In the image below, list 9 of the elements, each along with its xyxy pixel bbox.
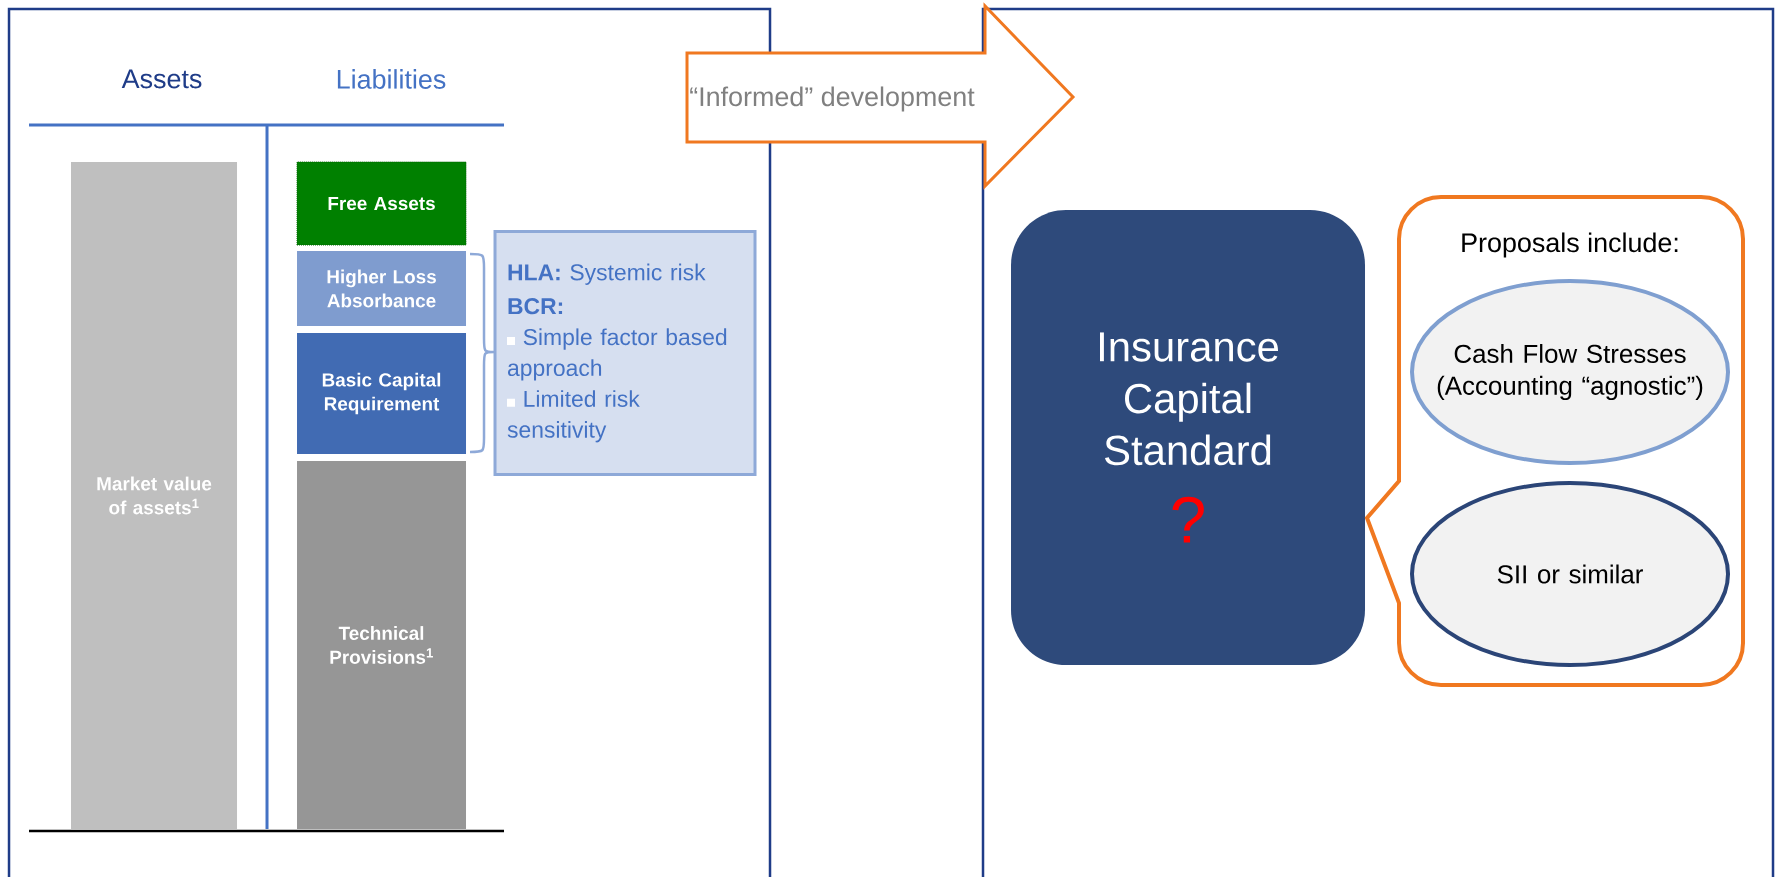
column-header: Liabilities <box>337 69 446 89</box>
asset-bar: Market value of assets$^{1}$ <box>71 162 237 829</box>
column-header: Assets <box>121 69 202 89</box>
liability-block: Higher Loss Absorbance <box>297 251 466 326</box>
standard-box: Insurance Capital Standard ? <box>1011 210 1365 665</box>
liability-block: Technical Provisions$^{1}$ <box>297 461 466 829</box>
note-box: HLA: Systemic risk BCR: Simple factor based approach Limited risk sensitivity <box>493 230 757 476</box>
liability-block: Basic Capital Requirement <box>297 333 466 454</box>
liability-block: Free Assets <box>296 161 467 246</box>
